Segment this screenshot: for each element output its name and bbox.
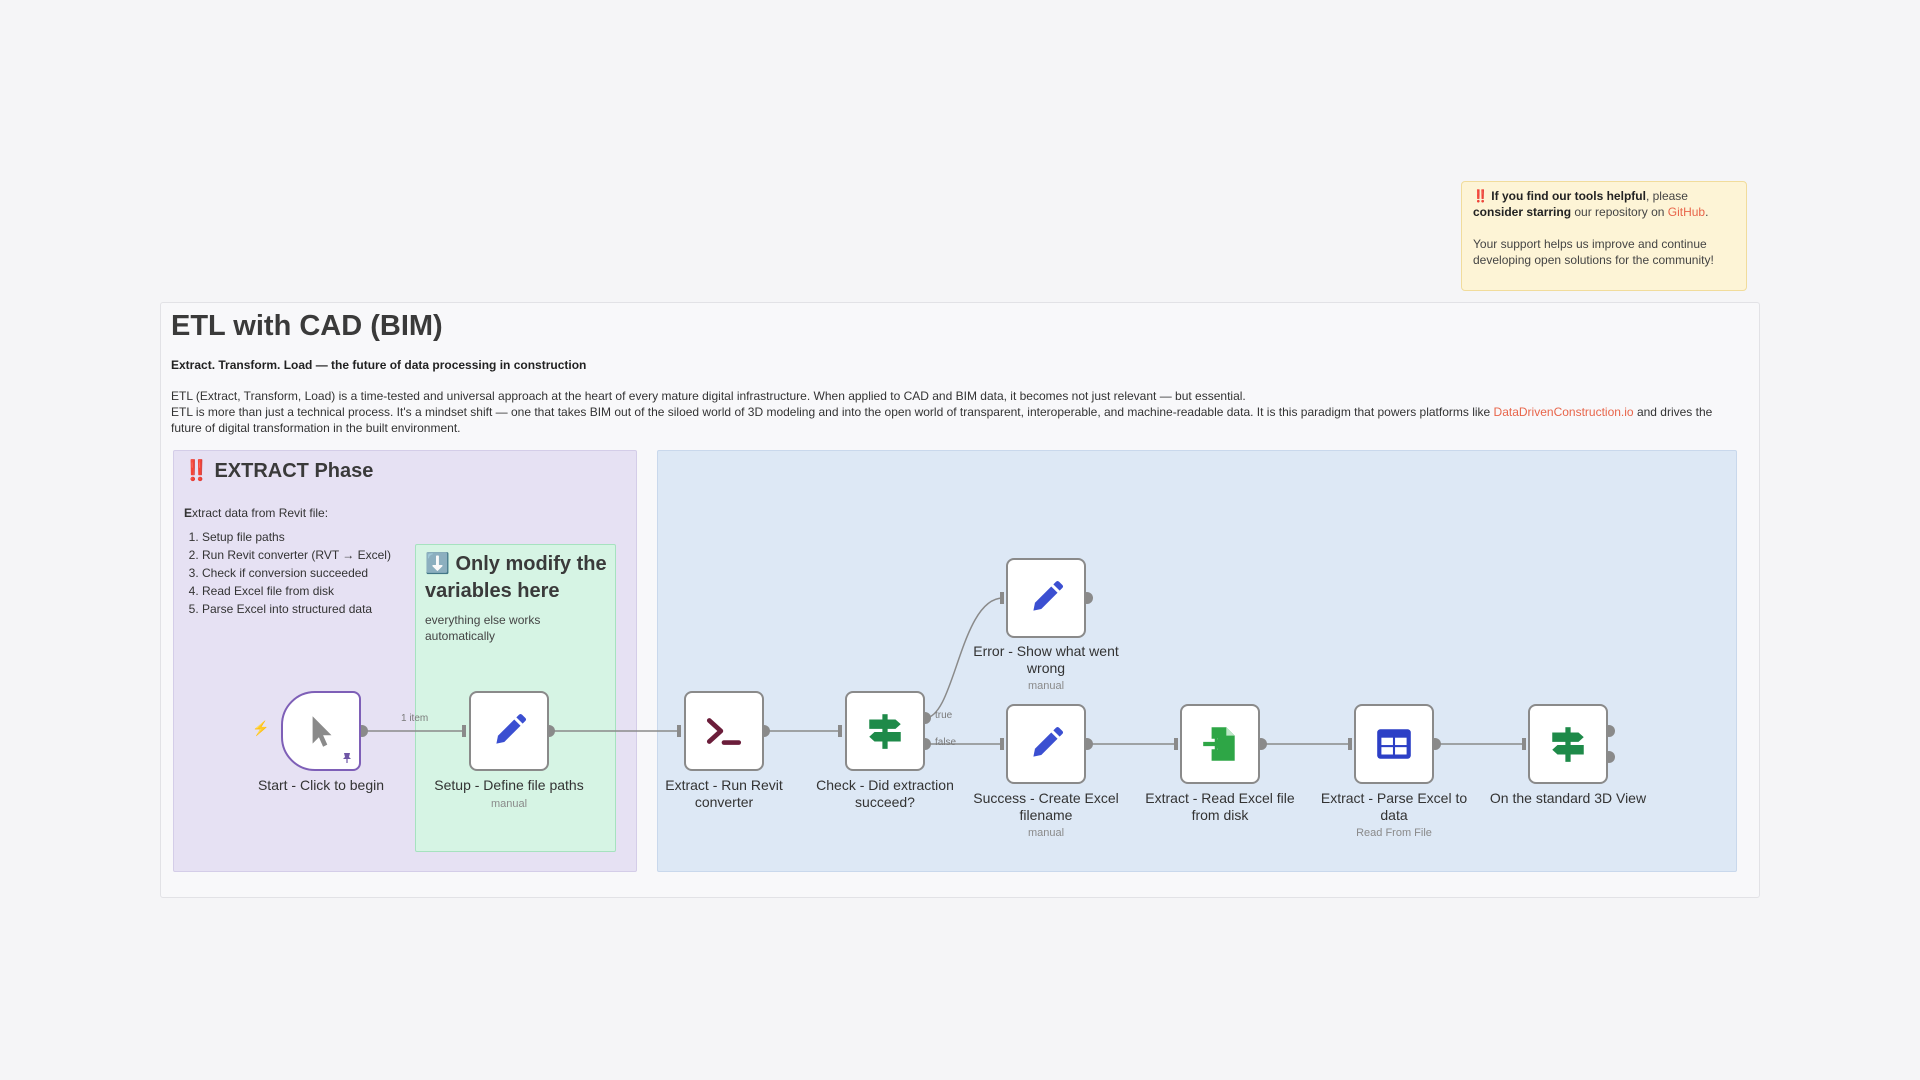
note-bold-1: If you find our tools helpful (1491, 189, 1646, 203)
desc-line-1: ETL (Extract, Transform, Load) is a time… (171, 389, 1246, 403)
github-link[interactable]: GitHub (1667, 205, 1706, 219)
list-item: Read Excel file from disk (202, 582, 391, 600)
list-item: Run Revit converter (RVT → Excel) (202, 546, 391, 564)
node-start[interactable] (281, 691, 361, 771)
node-run-label: Extract - Run Revit converter (665, 777, 783, 810)
input-handle (1174, 738, 1178, 750)
note-para-2: Your support helps us improve and contin… (1473, 237, 1714, 267)
terminal-icon (706, 718, 742, 745)
pencil-icon (496, 713, 527, 744)
transform-section[interactable] (657, 450, 1737, 872)
pin-icon (343, 753, 351, 763)
input-handle (1000, 738, 1004, 750)
node-run-converter[interactable] (684, 691, 764, 771)
note-pre: ‼️ (1473, 189, 1492, 203)
file-import-icon (1203, 727, 1235, 761)
trigger-bolt-icon: ⚡ (252, 720, 270, 736)
table-icon (1377, 729, 1411, 759)
page-title: ETL with CAD (BIM) (171, 310, 443, 342)
edge-check-error (924, 597, 1004, 719)
note-bold-2: consider starring (1473, 205, 1572, 219)
extract-section-title: ‼️ EXTRACT Phase (184, 460, 374, 482)
list-item: Parse Excel into structured data (202, 600, 391, 618)
extract-section-intro: Extract data from Revit file: (184, 506, 329, 520)
list-item: Setup file paths (202, 528, 391, 546)
desc-line-2b: and drives the future of digital transfo… (171, 405, 1713, 435)
node-parse-sub: Read From File (1356, 827, 1432, 839)
node-check-label: Check - Did extraction succeed? (816, 777, 954, 810)
signpost-icon (1552, 727, 1584, 762)
node-check[interactable] (845, 691, 925, 771)
node-3d-view-label: On the standard 3D View (1489, 790, 1647, 806)
node-setup-label: Setup - Define file paths (434, 777, 584, 793)
node-read-label: Extract - Read Excel file from disk (1145, 790, 1295, 823)
node-read-excel[interactable] (1180, 704, 1260, 784)
modify-note-title: ⬇️ Only modify the variables here (425, 553, 607, 602)
pencil-icon (1033, 580, 1064, 611)
node-success-sub: manual (1027, 827, 1065, 839)
input-handle (838, 725, 842, 737)
node-3d-view[interactable] (1528, 704, 1608, 784)
node-setup[interactable] (469, 691, 549, 771)
note-text-3: . (1705, 205, 1709, 219)
node-success[interactable] (1006, 704, 1086, 784)
input-handle (1000, 592, 1004, 604)
signpost-icon (869, 714, 901, 749)
true-branch-label: true (935, 710, 953, 721)
note-text-1: , please (1645, 189, 1688, 203)
node-setup-sub: manual (490, 798, 528, 810)
pencil-icon (1033, 726, 1064, 757)
node-start-label: Start - Click to begin (257, 777, 385, 793)
items-count-label: 1 item (401, 713, 429, 724)
support-note: ‼️ If you find our tools helpful, please… (1461, 181, 1747, 291)
false-branch-label: false (935, 737, 957, 748)
page-subtitle: Extract. Transform. Load — the future of… (171, 358, 587, 372)
page-description: ETL (Extract, Transform, Load) is a time… (171, 388, 1741, 436)
desc-line-2: ETL is more than just a technical proces… (171, 404, 1741, 436)
input-handle (1522, 738, 1526, 750)
ddc-link[interactable]: DataDrivenConstruction.io (1493, 405, 1634, 419)
node-error[interactable] (1006, 558, 1086, 638)
node-error-label: Error - Show what went wrong (973, 643, 1119, 676)
modify-note-subtitle: everything else works automatically (425, 613, 541, 643)
input-handle (677, 725, 681, 737)
node-success-label: Success - Create Excel filename (973, 790, 1119, 823)
input-handle (1348, 738, 1352, 750)
node-parse-label: Extract - Parse Excel to data (1320, 790, 1468, 823)
node-error-sub: manual (1027, 680, 1065, 692)
desc-line-2a: ETL is more than just a technical proces… (171, 405, 1494, 419)
input-handle (462, 725, 466, 737)
note-text-2: our repository on (1571, 205, 1668, 219)
list-item: Check if conversion succeeded (202, 564, 391, 582)
cursor-icon (312, 716, 332, 747)
extract-steps-list: Setup file paths Run Revit converter (RV… (164, 528, 391, 618)
node-parse-excel[interactable] (1354, 704, 1434, 784)
